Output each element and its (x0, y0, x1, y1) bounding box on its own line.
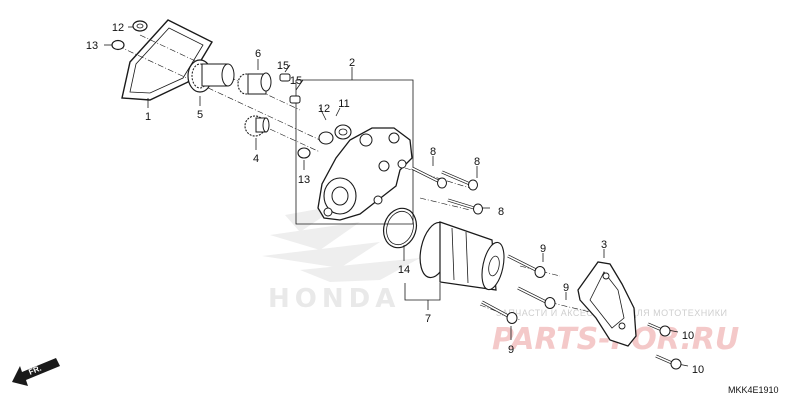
callout-c10b: 10 (692, 364, 704, 376)
bolt-part-9b (517, 286, 556, 309)
callout-c5: 5 (197, 109, 203, 121)
washer-part-12 (132, 20, 148, 32)
callout-c15b: 15 (290, 75, 302, 87)
watermark-text: HONDA (268, 284, 400, 314)
bolt-part-8a (411, 166, 447, 189)
callout-c8b: 8 (474, 156, 480, 168)
group-7-bracket (404, 283, 441, 301)
group-2-bracket (295, 79, 414, 225)
callout-c11: 11 (338, 98, 349, 110)
gear-part-4 (244, 115, 270, 137)
callout-c9a: 9 (540, 243, 546, 255)
housing-part-2 (317, 127, 413, 221)
dowel-pin-part-15a (279, 73, 291, 82)
diagram-code: MKK4E1910 (728, 385, 779, 395)
bolt-part-8b (441, 170, 478, 191)
callout-c8c: 8 (498, 206, 504, 218)
callout-c6: 6 (255, 48, 261, 60)
callout-c13a: 13 (86, 40, 98, 52)
callout-c3: 3 (601, 239, 607, 251)
callout-c1: 1 (145, 111, 151, 123)
bolt-part-9c (481, 300, 518, 324)
front-direction-arrow-icon: FR. (12, 358, 60, 386)
o-ring-part-14 (382, 207, 418, 249)
callout-c10a: 10 (682, 330, 694, 342)
bolt-part-10b (655, 354, 682, 370)
callout-c9c: 9 (508, 344, 514, 356)
gasket-inner-edge (129, 27, 204, 94)
gear-part-6 (237, 72, 272, 95)
dowel-pin-part-15b (289, 95, 301, 104)
gear-part-5 (187, 59, 235, 93)
callout-c4: 4 (253, 153, 259, 165)
callout-c9b: 9 (563, 282, 569, 294)
bolt-part-10a (647, 322, 671, 337)
callout-c12a: 12 (112, 22, 124, 34)
callout-c13b: 13 (298, 174, 310, 186)
bolt-part-9a (507, 254, 546, 278)
seal-part-13 (111, 39, 125, 51)
direction-label: FR. (27, 364, 42, 377)
callout-c2: 2 (349, 57, 355, 69)
washer-part-11 (334, 124, 352, 140)
motor-part-7 (419, 221, 505, 291)
washer-part-12b (318, 131, 334, 145)
callout-c7: 7 (425, 313, 431, 325)
callout-c8a: 8 (430, 146, 436, 158)
seal-part-13b (297, 147, 311, 159)
bracket-part-3 (577, 261, 637, 347)
bolt-part-8c (447, 198, 483, 215)
callout-c14: 14 (398, 264, 410, 276)
callout-c15a: 15 (277, 60, 289, 72)
gasket-part-1 (121, 19, 213, 101)
callout-c12b: 12 (318, 103, 330, 115)
